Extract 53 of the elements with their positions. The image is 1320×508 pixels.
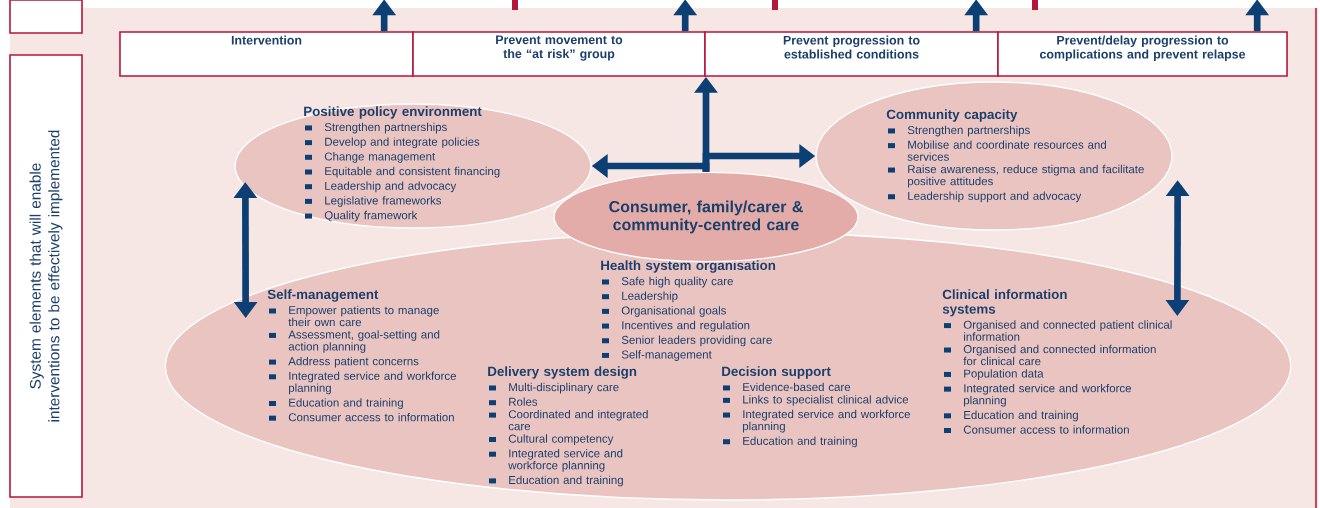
bullet-item: Cultural competency	[489, 434, 614, 445]
bullet-item: Education and training	[723, 436, 857, 448]
bullet-item: Education and training	[269, 398, 403, 409]
bullet-item: Consumer access to information	[944, 425, 1129, 434]
bullet-item: Raise awareness, reduce stigma and facilitate positive attitudes	[888, 164, 1144, 188]
bullet-item: Mobilise and coordinate resources and services	[888, 140, 1106, 161]
bullet-item: Population data	[944, 369, 1044, 380]
bullet-item: Integrated service and workforce planning	[723, 409, 910, 433]
bullet-item: Strengthen partnerships	[888, 125, 1030, 137]
bullet-item: Leadership support and advocacy	[888, 191, 1082, 203]
bullet-item: Roles	[489, 397, 538, 406]
bullet-item: Equitable and consistent financing	[305, 166, 500, 178]
bullet-item: Safe high quality care	[602, 276, 733, 288]
bullet-item: Empower patients to manage their own care	[269, 305, 439, 327]
bullet-item: Change management	[305, 152, 436, 163]
bullet-item: Integrated service and workforce planning	[944, 383, 1131, 407]
bullet-item: Organisational goals	[602, 306, 726, 317]
stage-cell: Prevent/delay progression to complications and prevent relapse	[997, 31, 1288, 77]
stage-cell: Prevent progression to established conditions	[704, 31, 999, 77]
bullet-item: Integrated service and workforce planning	[269, 371, 456, 395]
bullet-item: Education and training	[489, 475, 623, 487]
section-heading: Clinical information systems	[942, 289, 1067, 317]
bullet-item: Leadership	[602, 291, 678, 303]
bullet-item: Develop and integrate policies	[305, 137, 480, 149]
bullet-item: Leadership and advocacy	[305, 181, 457, 193]
bullet-item: Coordinated and integrated care	[489, 409, 648, 431]
bullet-item: Address patient concerns	[269, 356, 419, 368]
bullet-item: Assessment, goal-setting and action planning	[269, 330, 440, 353]
empty-box	[9, 0, 83, 34]
bullet-item: Integrated service and workforce planning	[489, 449, 623, 472]
stage-cell: Prevent movement to the “at risk” group	[412, 31, 706, 77]
bullet-item: Evidence-based care	[723, 382, 851, 392]
bullet-item: Strengthen partnerships	[305, 122, 447, 134]
bullet-item: Links to specialist clinical advice	[723, 395, 909, 406]
section-heading: Decision support	[722, 366, 831, 379]
bullet-item: Multi-disciplinary care	[489, 382, 619, 394]
bullet-item: Legislative frameworks	[305, 196, 442, 207]
bullet-item: Self-management	[602, 350, 712, 361]
bullet-item: Organised and connected patient clinical information	[944, 320, 1172, 341]
bullet-item: Senior leaders providing care	[602, 335, 772, 347]
side-panel: System elements that will enable interventions to be effectively implemented	[9, 54, 83, 498]
section-heading: Delivery system design	[488, 366, 637, 379]
ellipse-label: Consumer, family/carer & community-centred care	[609, 200, 803, 234]
bullet-item: Organised and connected information for clinical care	[944, 344, 1156, 366]
section-heading: Community capacity	[886, 109, 1018, 122]
bullet-item: Education and training	[944, 410, 1078, 422]
stage-cell: Intervention	[119, 31, 414, 77]
bullet-item: Quality framework	[305, 210, 418, 222]
section-heading: Health system organisation	[601, 260, 776, 273]
bullet-item: Consumer access to information	[269, 412, 454, 422]
section-heading: Self-management	[267, 289, 379, 302]
section-heading: Positive policy environment	[304, 106, 482, 119]
bullet-item: Incentives and regulation	[602, 320, 750, 332]
